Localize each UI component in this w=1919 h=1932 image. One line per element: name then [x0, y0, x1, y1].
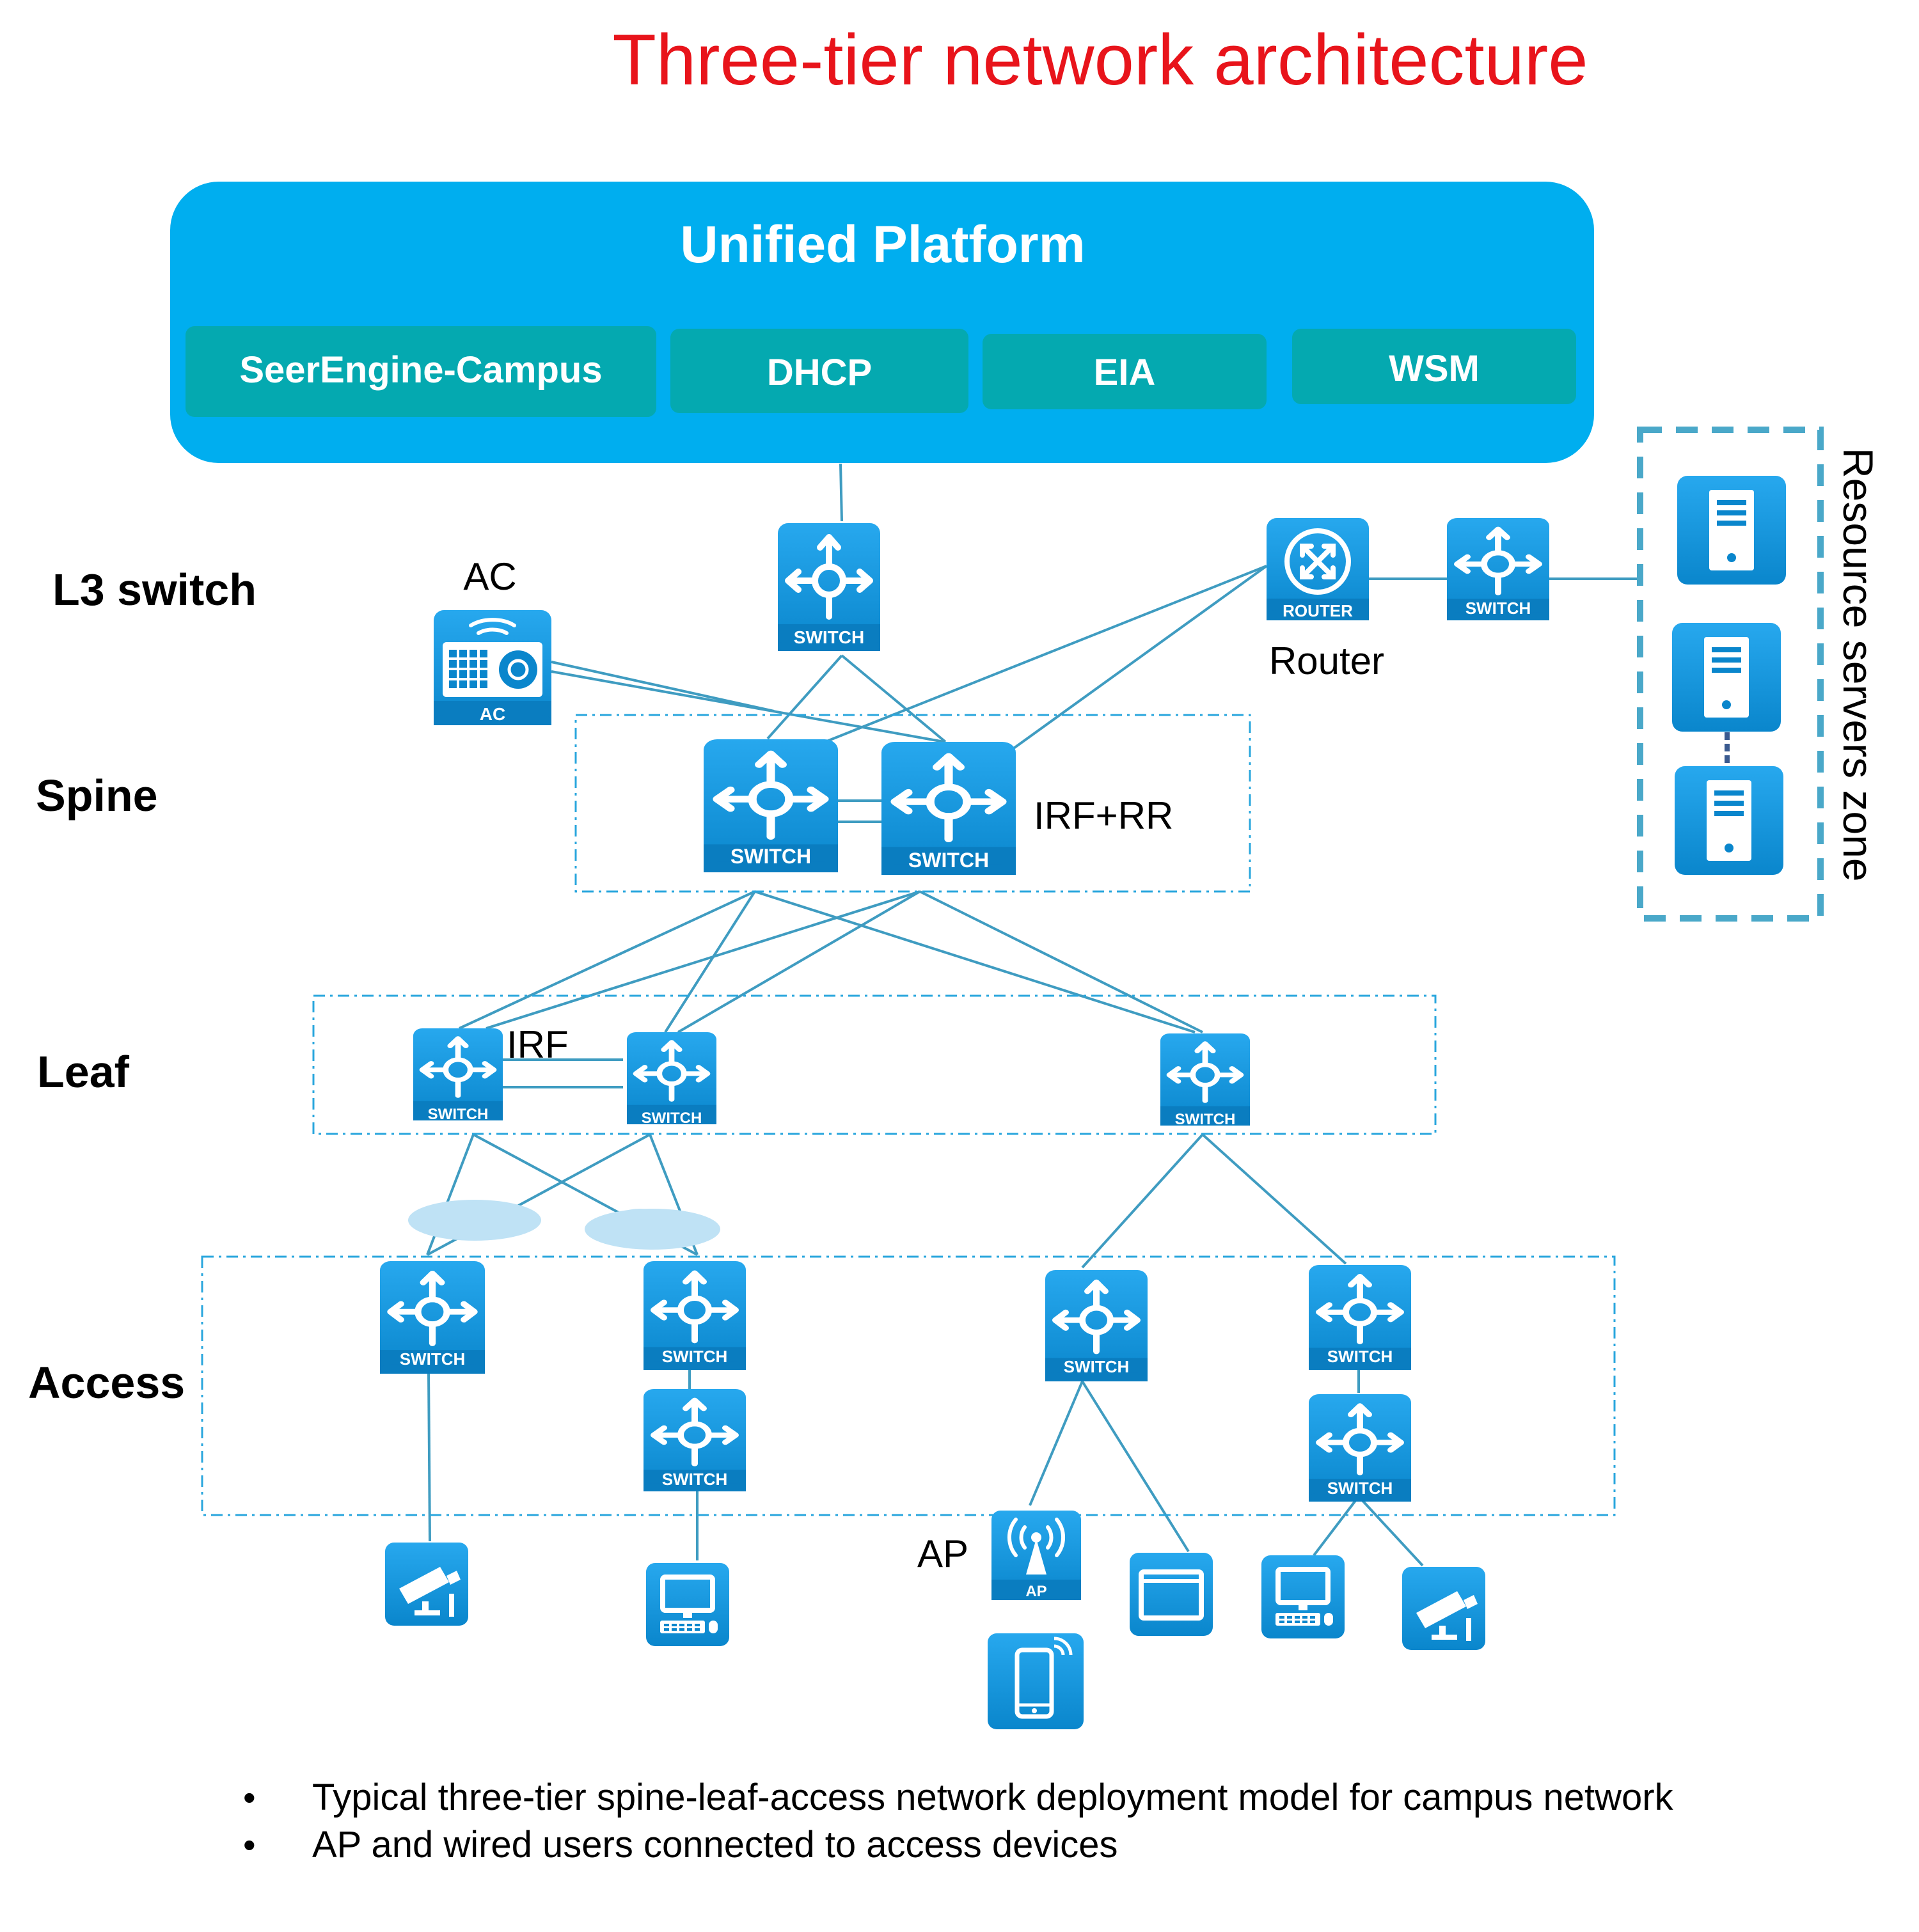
tier-label-spine: Spine	[36, 771, 158, 821]
router-device: ROUTER	[1267, 518, 1369, 620]
cloud-decorations	[408, 1200, 720, 1250]
module-dhcp	[670, 329, 968, 413]
access-switch-5-caption: SWITCH	[1327, 1347, 1393, 1366]
resource-servers-zone	[1637, 427, 1824, 922]
resource-zone-label: Resource servers zone	[1835, 448, 1882, 882]
resource-server-3	[1675, 766, 1783, 875]
spine-switch-1-caption: SWITCH	[730, 845, 811, 868]
pc-endpoint-2	[1261, 1555, 1345, 1638]
router-label: Router	[1269, 640, 1384, 682]
module-eia	[983, 334, 1267, 409]
irf-links	[503, 799, 881, 1088]
router-caption: ROUTER	[1283, 601, 1353, 620]
leaf-zone	[312, 994, 1437, 1135]
module-seerengine	[186, 326, 656, 417]
box-endpoint	[1130, 1553, 1213, 1636]
camera-endpoint-2	[1402, 1567, 1485, 1650]
module-wsm-label: WSM	[1389, 348, 1480, 389]
spine-zone	[574, 714, 1251, 893]
leaf-switch-3-caption: SWITCH	[1175, 1111, 1236, 1128]
module-eia-label: EIA	[1094, 352, 1156, 393]
access-switch-4-caption: SWITCH	[1064, 1357, 1130, 1376]
ap-label: AP	[917, 1532, 968, 1575]
module-dhcp-label: DHCP	[767, 352, 872, 393]
module-wsm	[1292, 329, 1576, 404]
resource-server-1	[1677, 476, 1786, 585]
access-switch-3-caption: SWITCH	[662, 1470, 728, 1489]
tier-label-l3: L3 switch	[52, 565, 257, 615]
l3-switch: SWITCH	[778, 523, 880, 651]
spine-switch-2-caption: SWITCH	[908, 849, 989, 872]
ap-device: AP	[991, 1511, 1081, 1600]
access-switch-1-caption: SWITCH	[400, 1349, 466, 1369]
irf-rr-label: IRF+RR	[1034, 794, 1173, 837]
pc-endpoint-1	[646, 1563, 729, 1646]
note-1: Typical three-tier spine-leaf-access net…	[312, 1777, 1674, 1818]
zone-switch-caption: SWITCH	[1465, 599, 1531, 618]
resource-server-2	[1672, 623, 1781, 732]
diagram-title: Three-tier network architecture	[612, 20, 1588, 100]
note-bullet-1: •	[243, 1777, 256, 1818]
phone-endpoint	[988, 1633, 1084, 1729]
l3-switch-caption: SWITCH	[794, 627, 864, 647]
ac-label: AC	[463, 555, 516, 598]
access-switch-2-caption: SWITCH	[662, 1347, 728, 1366]
note-2: AP and wired users connected to access d…	[312, 1824, 1118, 1865]
platform-title: Unified Platform	[680, 216, 1085, 274]
tier-label-access: Access	[28, 1358, 185, 1408]
access-zone	[201, 1255, 1616, 1516]
access-switch-6-caption: SWITCH	[1327, 1479, 1393, 1498]
irf-label: IRF	[507, 1023, 569, 1066]
ac-device: AC	[434, 610, 551, 725]
ap-caption: AP	[1025, 1583, 1046, 1600]
leaf-switch-1-caption: SWITCH	[428, 1106, 489, 1123]
camera-endpoint-1	[385, 1543, 468, 1626]
tier-label-leaf: Leaf	[37, 1047, 130, 1097]
note-bullet-2: •	[243, 1825, 256, 1865]
module-seerengine-label: SeerEngine-Campus	[239, 349, 602, 391]
ac-caption: AC	[480, 704, 505, 724]
leaf-switch-2-caption: SWITCH	[642, 1110, 702, 1127]
network-links	[426, 463, 1639, 1567]
unified-platform: Unified Platform SeerEngine-Campus DHCP …	[170, 182, 1594, 463]
